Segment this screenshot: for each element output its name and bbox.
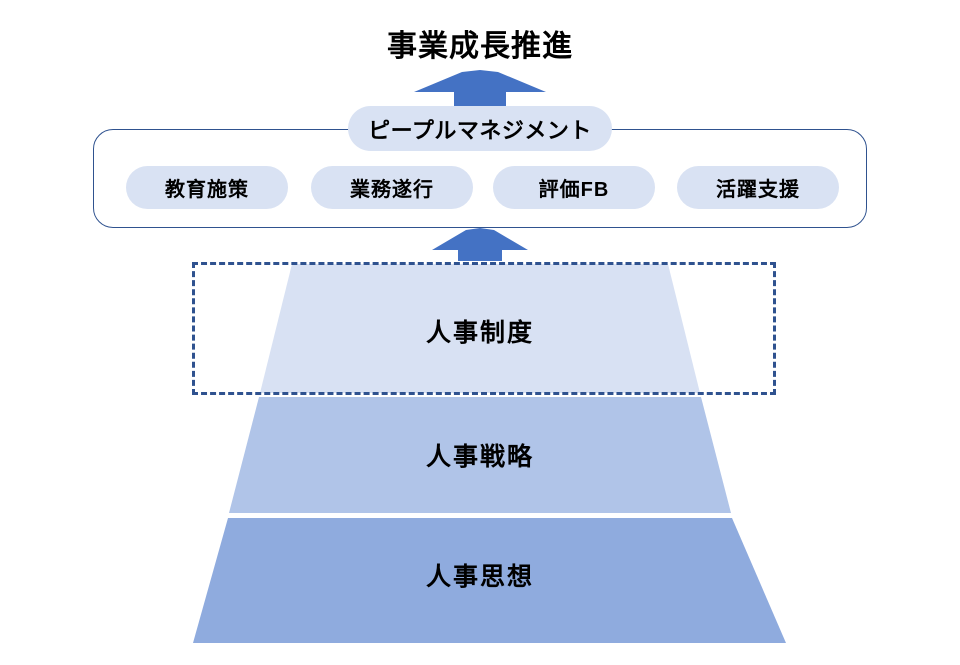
- page-title: 事業成長推進: [387, 30, 573, 63]
- arrow-to-title-icon: [414, 70, 546, 106]
- pyramid-layer-top-label: 人事制度: [425, 319, 534, 347]
- pyramid-layer-middle: [229, 397, 731, 513]
- pyramid-layer-middle-label: 人事戦略: [425, 443, 534, 471]
- people-management-header-pill[interactable]: ピープルマネジメント: [348, 106, 612, 151]
- people-management-item-label: 教育施策: [165, 179, 249, 201]
- people-management-item-label: 評価FB: [538, 179, 610, 201]
- people-management-item-2[interactable]: 評価FB: [493, 166, 655, 209]
- people-management-header-label: ピープルマネジメント: [368, 117, 592, 143]
- people-management-item-label: 業務遂行: [350, 179, 434, 201]
- pyramid-layer-top: [260, 264, 700, 393]
- people-management-item-label: 活躍支援: [716, 179, 800, 201]
- pyramid-layer-bottom-label: 人事思想: [425, 563, 534, 591]
- arrow-to-people-management-icon: [432, 228, 528, 261]
- people-management-item-0[interactable]: 教育施策: [126, 166, 288, 209]
- pyramid-highlight-dashed-box: [192, 262, 776, 395]
- people-management-item-1[interactable]: 業務遂行: [311, 166, 473, 209]
- pyramid-layer-bottom: [193, 518, 786, 643]
- people-management-item-3[interactable]: 活躍支援: [677, 166, 839, 209]
